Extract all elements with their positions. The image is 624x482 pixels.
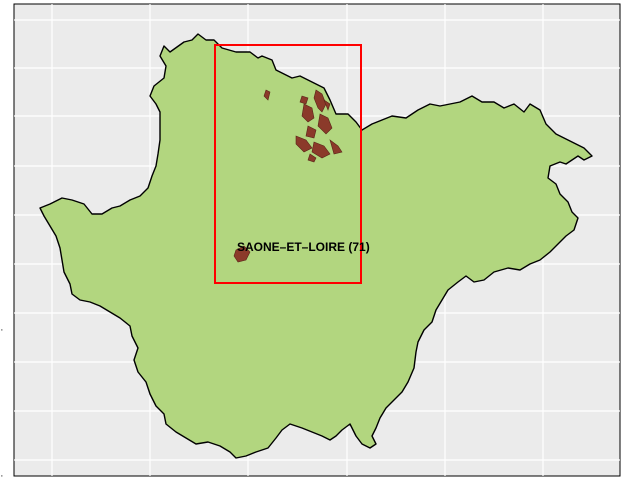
forest-patch (233, 245, 251, 263)
forest-patches (233, 89, 343, 263)
y-axis-tick-fragment: ⁠· (0, 324, 4, 336)
forest-patch (305, 125, 317, 139)
forest-patch (299, 95, 309, 105)
forest-patch (323, 99, 331, 111)
department-label: SAONE–ET–LOIRE (71) (237, 240, 370, 254)
forest-patch (317, 113, 333, 135)
forest-patch (263, 89, 271, 101)
highlight-box (214, 44, 362, 284)
forest-patch (311, 141, 331, 159)
forest-patch (313, 89, 327, 113)
forest-patch (301, 103, 315, 123)
forest-patch (329, 139, 343, 155)
department-shape-saone-et-loire (39, 33, 593, 459)
forest-patch (295, 135, 313, 153)
y-axis-tick-fragment: ⁠· (0, 470, 4, 482)
forest-patch (307, 153, 317, 163)
